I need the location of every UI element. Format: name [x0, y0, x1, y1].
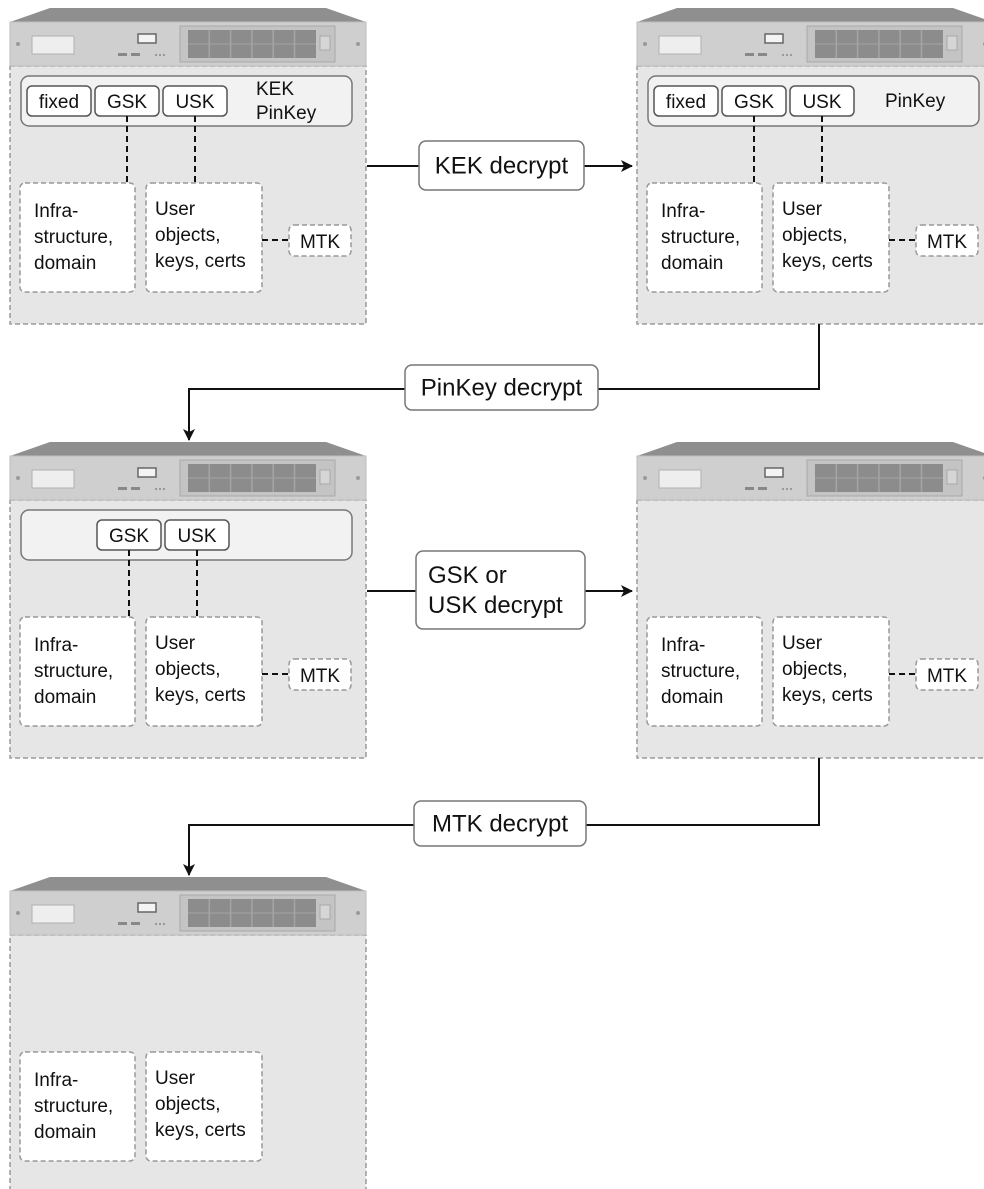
infrastructure-label: Infra-structure,domain	[661, 201, 740, 274]
infrastructure-box: Infra-structure,domain	[646, 616, 763, 727]
key-fixed-box: fixed	[26, 85, 92, 117]
key-usk-box: USK	[789, 85, 855, 117]
key-usk-box: USK	[164, 519, 230, 551]
key-label: fixed	[39, 92, 79, 113]
infrastructure-label: Infra-structure,domain	[34, 201, 113, 274]
key-label: USK	[177, 526, 216, 547]
key-fixed-box: fixed	[653, 85, 719, 117]
key-label: USK	[175, 92, 214, 113]
mtk-label: MTK	[300, 666, 340, 687]
server-chassis	[9, 8, 367, 67]
server-chassis	[636, 8, 984, 67]
operation-text: MTK decrypt	[432, 811, 568, 838]
infrastructure-label: Infra-structure,domain	[34, 1070, 113, 1143]
mtk-label: MTK	[927, 666, 967, 687]
mtk-box: MTK	[262, 658, 352, 691]
infrastructure-label: Infra-structure,domain	[661, 635, 740, 708]
key-bar: fixed GSK USK PinKey	[647, 75, 980, 127]
mtk-label: MTK	[927, 232, 967, 253]
key-label: GSK	[734, 92, 774, 113]
infrastructure-box: Infra-structure,domain	[646, 182, 763, 293]
keybar-label: PinKey	[885, 91, 946, 112]
operation-text: PinKey decrypt	[421, 375, 583, 402]
server-chassis	[636, 442, 984, 501]
key-bar: GSK USK	[20, 509, 353, 561]
key-gsk-box: GSK	[94, 85, 160, 117]
key-usk-box: USK	[162, 85, 228, 117]
op-kek-label: KEK decrypt	[418, 140, 585, 191]
key-label: USK	[802, 92, 841, 113]
infrastructure-box: Infra-structure,domain	[19, 182, 136, 293]
op-mtk-label: MTK decrypt	[413, 800, 587, 847]
infrastructure-box: Infra-structure,domain	[19, 1051, 136, 1162]
key-gsk-box: GSK	[721, 85, 787, 117]
mtk-label: MTK	[300, 232, 340, 253]
mtk-box: MTK	[889, 224, 979, 257]
key-label: GSK	[109, 526, 149, 547]
server-chassis	[9, 877, 367, 936]
mtk-box: MTK	[262, 224, 352, 257]
key-gsk-box: GSK	[96, 519, 162, 551]
server-chassis	[9, 442, 367, 501]
mtk-box: MTK	[889, 658, 979, 691]
operation-text: KEK decrypt	[435, 153, 569, 180]
infrastructure-label: Infra-structure,domain	[34, 635, 113, 708]
infrastructure-box: Infra-structure,domain	[19, 616, 136, 727]
key-label: GSK	[107, 92, 147, 113]
key-label: fixed	[666, 92, 706, 113]
op-pinkey-label: PinKey decrypt	[404, 364, 599, 411]
